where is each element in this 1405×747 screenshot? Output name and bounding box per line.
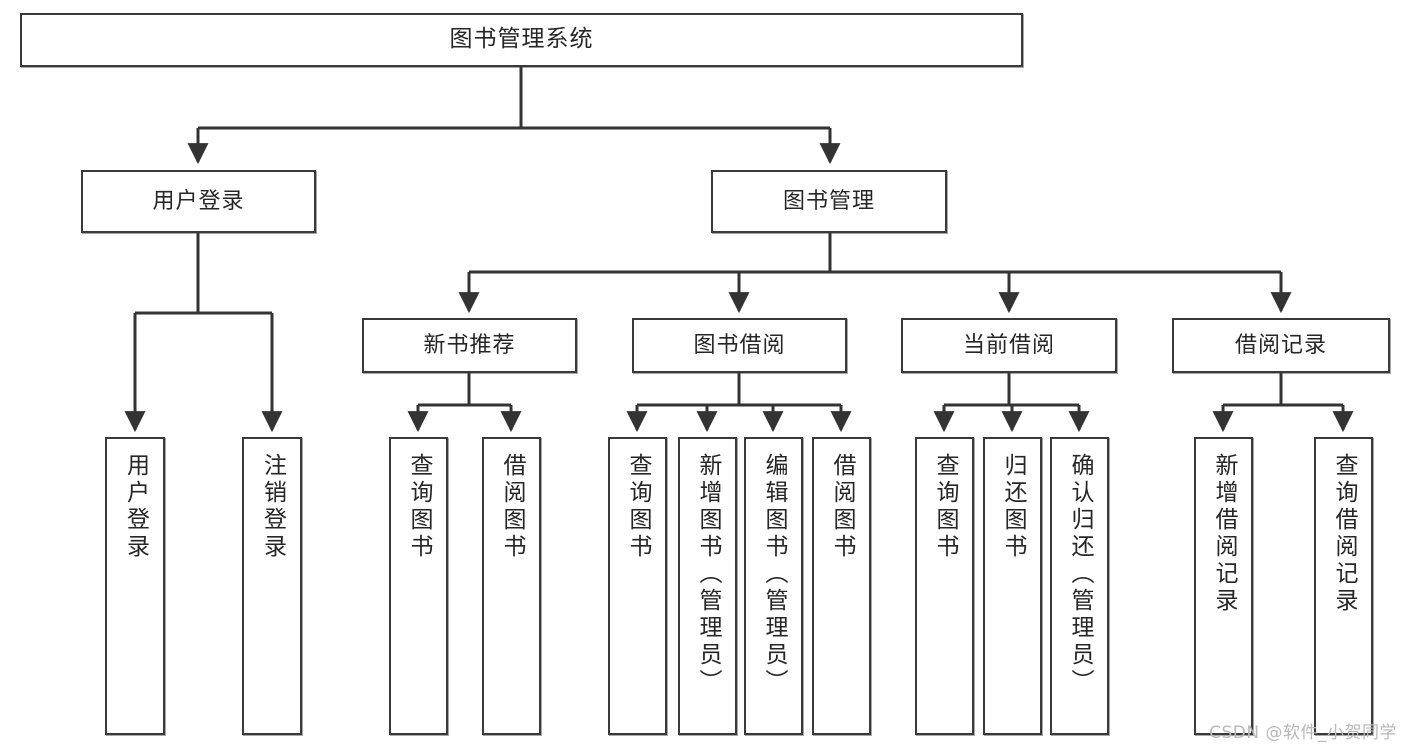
node-leaf-3[interactable]: 借阅图书 [482,437,541,735]
node-level3-1[interactable]: 图书借阅 [632,318,847,373]
node-leaf-5[interactable]: 新增图书（管理员） [678,437,737,735]
node-label: 用户登录 [152,188,245,214]
node-leaf-0[interactable]: 用户登录 [105,437,165,735]
node-label: 归还图书 [1000,453,1026,561]
node-label: 确认归还（管理员） [1067,453,1093,696]
node-label: 当前借阅 [962,332,1055,358]
node-label: 编辑图书（管理员） [761,453,787,696]
node-label: 新增借阅记录 [1211,453,1237,615]
node-label: 查询图书 [406,453,432,561]
node-leaf-10[interactable]: 确认归还（管理员） [1050,437,1109,735]
node-leaf-7[interactable]: 借阅图书 [812,437,871,735]
node-label: 借阅记录 [1234,332,1327,358]
node-level3-0[interactable]: 新书推荐 [362,318,577,373]
node-level3-3[interactable]: 借阅记录 [1172,318,1390,373]
node-leaf-6[interactable]: 编辑图书（管理员） [744,437,803,735]
node-label: 用户登录 [122,453,149,561]
node-label: 新增图书（管理员） [695,453,721,696]
node-level3-2[interactable]: 当前借阅 [901,318,1117,373]
node-level2-1[interactable]: 图书管理 [711,170,947,233]
node-label: 查询图书 [932,453,958,561]
node-leaf-8[interactable]: 查询图书 [915,437,974,735]
node-label: 注销登录 [259,453,286,561]
node-level2-0[interactable]: 用户登录 [81,170,316,233]
watermark-text: CSDN @软件_小贺同学 [1209,723,1397,743]
node-label: 查询借阅记录 [1331,453,1357,615]
node-label: 图书管理 [782,188,875,214]
node-leaf-2[interactable]: 查询图书 [389,437,448,735]
node-label: 查询图书 [625,453,651,561]
node-leaf-1[interactable]: 注销登录 [242,437,302,735]
node-label: 图书管理系统 [449,26,594,53]
node-label: 借阅图书 [829,453,855,561]
node-label: 新书推荐 [423,332,516,358]
node-leaf-11[interactable]: 新增借阅记录 [1194,437,1253,735]
node-label: 图书借阅 [693,332,786,358]
node-leaf-4[interactable]: 查询图书 [608,437,667,735]
node-label: 借阅图书 [499,453,525,561]
node-leaf-12[interactable]: 查询借阅记录 [1314,437,1373,735]
node-root[interactable]: 图书管理系统 [20,13,1023,67]
node-leaf-9[interactable]: 归还图书 [983,437,1042,735]
